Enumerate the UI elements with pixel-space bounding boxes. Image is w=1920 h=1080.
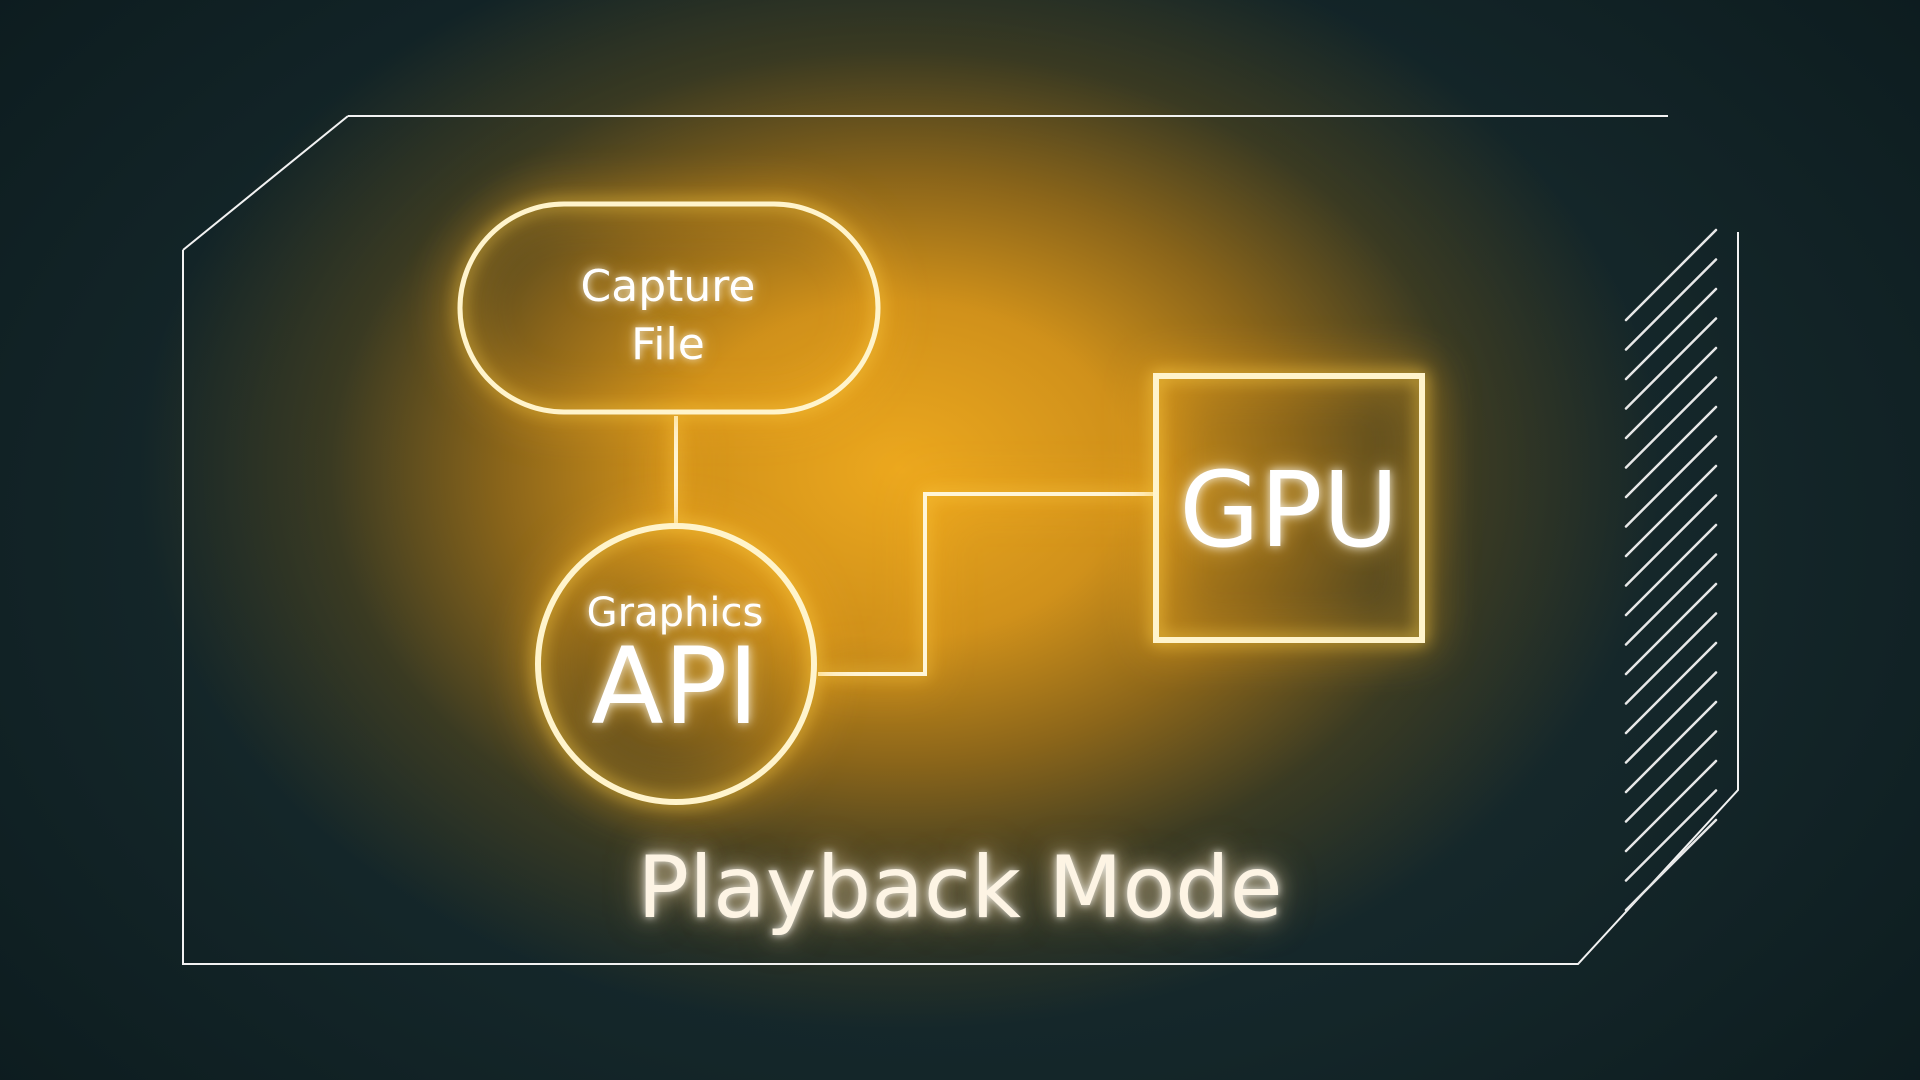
hatch-line [1624, 700, 1718, 794]
hatch-line [1624, 228, 1718, 322]
api-label: API [591, 625, 759, 748]
hatch-line [1624, 730, 1718, 823]
hatch-line [1624, 376, 1718, 469]
hatch-line [1624, 641, 1718, 735]
hatch-line [1624, 346, 1718, 440]
frame-border [182, 115, 1739, 965]
hatch-line [1624, 464, 1718, 558]
graphics-api-node [535, 523, 817, 805]
gpu-label: GPU [1179, 449, 1399, 571]
hatch-line [1624, 671, 1718, 764]
capture-file-node [457, 201, 881, 415]
hatch-line [1624, 435, 1718, 528]
hatch-line [1624, 317, 1718, 410]
connector-api-to-gpu [818, 492, 1156, 676]
hatch-line [1624, 759, 1718, 853]
hatch-line [1624, 582, 1718, 676]
playback-mode-title: Playback Mode [637, 838, 1283, 938]
hatch-line [1624, 523, 1718, 617]
gpu-node [1153, 373, 1425, 643]
hatch-decoration [1624, 228, 1718, 912]
hatch-line [1624, 789, 1718, 882]
graphics-label: Graphics [586, 590, 764, 636]
capture-file-label: Capture File [580, 261, 756, 370]
hatch-line [1624, 612, 1718, 705]
hatch-line [1624, 494, 1718, 587]
hatch-line [1624, 258, 1718, 351]
hatch-line [1624, 405, 1718, 499]
hatch-line [1624, 553, 1718, 646]
hatch-line [1624, 818, 1718, 912]
hatch-line [1624, 287, 1718, 381]
